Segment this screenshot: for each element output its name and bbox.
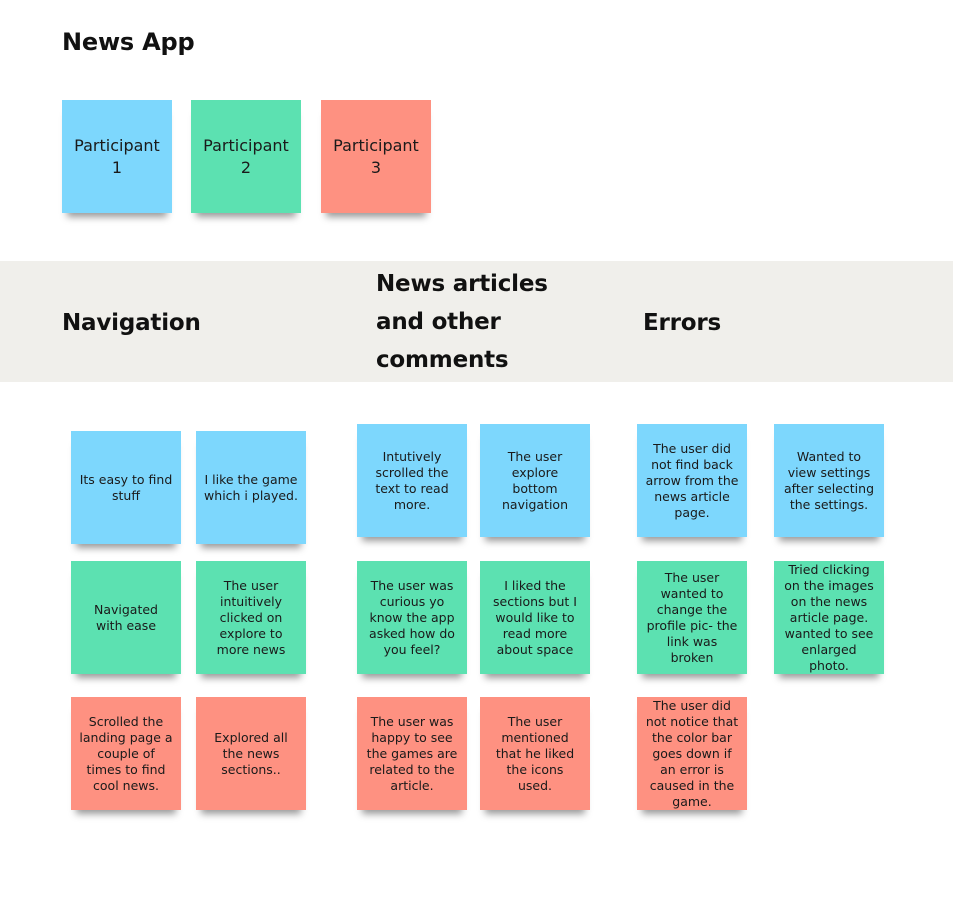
note-text: The user explore bottom navigation (502, 448, 568, 512)
board-title: News App (62, 28, 195, 56)
sticky-note[interactable]: I like the game which i played. (196, 431, 306, 544)
sticky-note[interactable]: The user wanted to change the profile pi… (637, 561, 747, 674)
sticky-note[interactable]: Wanted to view settings after selecting … (774, 424, 884, 537)
note-text: I like the game which i played. (204, 471, 298, 503)
legend-label: Participant 3 (333, 135, 419, 177)
sticky-note[interactable]: The user did not notice that the color b… (637, 697, 747, 810)
note-text: The user intuitively clicked on explore … (216, 577, 286, 657)
sticky-note[interactable]: Scrolled the landing page a couple of ti… (71, 697, 181, 810)
sticky-note[interactable]: The user was curious yo know the app ask… (357, 561, 467, 674)
note-text: Navigated with ease (93, 601, 158, 633)
note-text: Wanted to view settings after selecting … (783, 448, 874, 512)
note-text: Its easy to find stuff (79, 471, 173, 503)
sticky-note[interactable]: I liked the sections but I would like to… (480, 561, 590, 674)
legend-participant-1[interactable]: Participant 1 (62, 100, 172, 213)
note-text: The user wanted to change the profile pi… (646, 569, 738, 665)
section-header-band (0, 261, 953, 382)
sticky-note[interactable]: The user explore bottom navigation (480, 424, 590, 537)
legend-label: Participant 2 (203, 135, 289, 177)
note-text: Intutively scrolled the text to read mor… (375, 448, 449, 512)
sticky-note[interactable]: Intutively scrolled the text to read mor… (357, 424, 467, 537)
sticky-note[interactable]: Navigated with ease (71, 561, 181, 674)
note-text: The user was happy to see the games are … (366, 713, 458, 793)
sticky-note[interactable]: The user intuitively clicked on explore … (196, 561, 306, 674)
sticky-note[interactable]: Explored all the news sections.. (196, 697, 306, 810)
sticky-note[interactable]: Its easy to find stuff (71, 431, 181, 544)
sticky-note[interactable]: The user mentioned that he liked the ico… (480, 697, 590, 810)
section-title-navigation: Navigation (62, 310, 201, 336)
sticky-note[interactable]: Tried clicking on the images on the news… (774, 561, 884, 674)
legend-participant-2[interactable]: Participant 2 (191, 100, 301, 213)
note-text: The user did not notice that the color b… (645, 697, 739, 809)
note-text: Scrolled the landing page a couple of ti… (79, 713, 173, 793)
section-title-news-articles: News articles and other comments (376, 271, 548, 373)
sticky-note[interactable]: The user was happy to see the games are … (357, 697, 467, 810)
note-text: I liked the sections but I would like to… (493, 577, 577, 657)
legend-label: Participant 1 (74, 135, 160, 177)
section-title-errors: Errors (643, 310, 722, 336)
note-text: Explored all the news sections.. (214, 729, 288, 777)
legend-participant-3[interactable]: Participant 3 (321, 100, 431, 213)
note-text: Tried clicking on the images on the news… (784, 561, 874, 673)
note-text: The user mentioned that he liked the ico… (495, 713, 575, 793)
sticky-note[interactable]: The user did not find back arrow from th… (637, 424, 747, 537)
note-text: The user did not find back arrow from th… (645, 440, 739, 520)
note-text: The user was curious yo know the app ask… (369, 577, 455, 657)
